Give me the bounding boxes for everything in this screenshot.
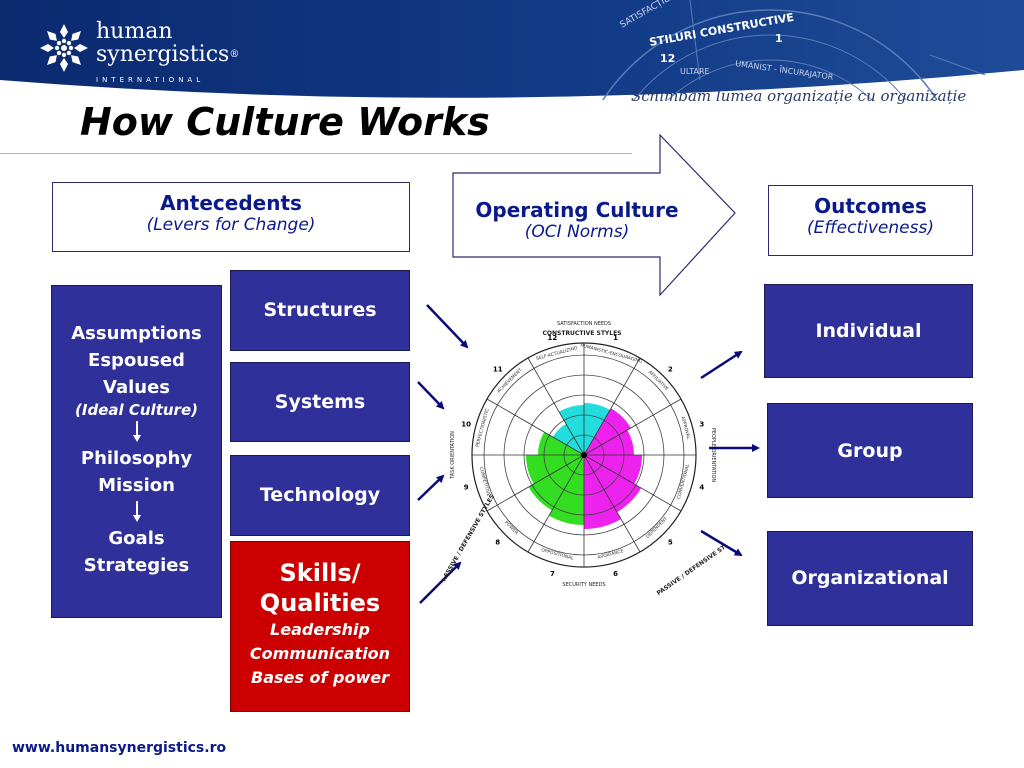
sector-line xyxy=(583,357,641,456)
sector-line xyxy=(583,454,641,553)
outcomes-sub: (Effectiveness) xyxy=(807,218,934,238)
banner-background xyxy=(0,0,1024,100)
outcomes-box: Outcomes (Effectiveness) xyxy=(768,185,973,256)
strategies-label: Strategies xyxy=(83,555,190,576)
outer-label: PASSIVE / DEFENSIVE STYLES xyxy=(656,535,724,595)
banner-text-3: 1 xyxy=(775,32,783,45)
banner-text-2: 12 xyxy=(660,52,675,65)
operating-culture-arrow xyxy=(452,133,736,297)
sector-line xyxy=(583,454,682,512)
assumptions-line2: Espoused xyxy=(88,350,185,371)
style-number: 4 xyxy=(699,484,704,492)
assumptions-line1: Assumptions xyxy=(71,323,202,344)
banner-text-0: SATISFACȚIE xyxy=(619,0,672,31)
style-number: 3 xyxy=(699,420,704,428)
skills-box: Skills/ Qualities Leadership Communicati… xyxy=(230,541,410,712)
style-segment xyxy=(538,432,584,455)
skills-line1: Skills/ xyxy=(279,559,361,587)
mission-label: Mission xyxy=(98,475,175,496)
group-box: Group xyxy=(767,403,973,498)
style-number: 8 xyxy=(495,538,500,546)
arrow-systems xyxy=(417,381,445,410)
operating-sub: (OCI Norms) xyxy=(524,222,630,242)
tagline: Schimbăm lumea organizație cu organizați… xyxy=(631,87,967,105)
brand-line3: INTERNATIONAL xyxy=(96,76,205,84)
style-number: 2 xyxy=(668,366,673,374)
style-number: 6 xyxy=(613,570,618,578)
brand-registered: ® xyxy=(229,49,240,60)
antecedents-sub: (Levers for Change) xyxy=(146,215,316,235)
leadership-label: Leadership xyxy=(270,620,370,639)
sector-line xyxy=(486,454,585,512)
communication-label: Communication xyxy=(249,644,391,663)
header-banner: human synergistics® INTERNATIONAL SATISF… xyxy=(0,0,1024,100)
operating-culture-label: Operating Culture (OCI Norms) xyxy=(452,198,702,242)
style-segment xyxy=(526,455,584,484)
style-segment xyxy=(584,430,634,455)
down-arrow-icon xyxy=(132,501,141,522)
title-divider xyxy=(0,153,632,154)
style-number: 7 xyxy=(550,570,555,578)
style-segment xyxy=(584,455,621,529)
sector-line xyxy=(583,398,682,456)
banner-text-1: STILURI CONSTRUCTIVE xyxy=(648,11,795,49)
organizational-box: Organizational xyxy=(767,531,973,626)
outer-label: AGGRESSIVE / DEFENSIVE STYLES xyxy=(444,493,496,595)
outer-label: SECURITY NEEDS xyxy=(562,582,605,588)
logo-icon xyxy=(38,22,90,74)
goals-label: Goals xyxy=(108,528,165,549)
style-number: 9 xyxy=(464,484,469,492)
down-arrow-icon xyxy=(132,421,141,442)
philosophy-label: Philosophy xyxy=(80,448,193,469)
style-segment xyxy=(584,408,631,455)
outcomes-heading: Outcomes xyxy=(814,194,927,218)
antecedents-box: Antecedents (Levers for Change) xyxy=(52,182,410,252)
individual-box: Individual xyxy=(764,284,973,378)
style-segment xyxy=(584,455,642,484)
sector-line xyxy=(527,357,585,456)
assumptions-box: Assumptions Espoused Values (Ideal Cultu… xyxy=(51,285,222,618)
assumptions-line3: Values xyxy=(103,377,170,398)
style-number: 10 xyxy=(461,420,471,428)
sector-line xyxy=(486,398,585,456)
style-number: 1 xyxy=(613,334,618,342)
style-number: 12 xyxy=(548,334,558,342)
page-title: How Culture Works xyxy=(80,100,490,144)
banner-text-4: ULTARE xyxy=(680,67,710,76)
center-dot xyxy=(581,452,587,458)
systems-box: Systems xyxy=(230,362,410,442)
technology-box: Technology xyxy=(230,455,410,536)
ideal-culture-label: (Ideal Culture) xyxy=(75,401,198,419)
banner-wheel-text: SATISFACȚIE STILURI CONSTRUCTIVE 12 1 UL… xyxy=(619,0,835,82)
bases-of-power-label: Bases of power xyxy=(251,668,389,687)
style-number: 11 xyxy=(493,366,503,374)
outer-label: CONSTRUCTIVE STYLES xyxy=(543,330,622,337)
structures-box: Structures xyxy=(230,270,410,351)
brand-line2: synergistics xyxy=(96,42,230,67)
style-segment xyxy=(584,403,610,455)
brand-line1: human xyxy=(96,19,173,44)
style-segment xyxy=(528,455,584,511)
brand-name: human synergistics® INTERNATIONAL xyxy=(96,20,239,92)
arrow-technology xyxy=(417,474,445,501)
outer-label: PEOPLE ORIENTATION xyxy=(710,428,716,483)
skills-line2: Qualities xyxy=(259,589,381,617)
style-name: APPROVAL xyxy=(679,416,691,441)
footer-url[interactable]: www.humansynergistics.ro xyxy=(12,740,227,756)
operating-heading: Operating Culture xyxy=(475,198,679,222)
style-segment xyxy=(552,423,584,455)
outer-label: TASK ORIENTATION xyxy=(450,431,456,480)
outer-label: SATISFACTION NEEDS xyxy=(557,321,611,327)
style-segment xyxy=(549,455,584,525)
banner-text-5: UMANIST - ÎNCURAJATOR xyxy=(735,57,835,82)
style-number: 5 xyxy=(668,538,673,546)
sector-line xyxy=(527,454,585,553)
antecedents-heading: Antecedents xyxy=(160,191,302,215)
style-segment xyxy=(559,405,584,455)
